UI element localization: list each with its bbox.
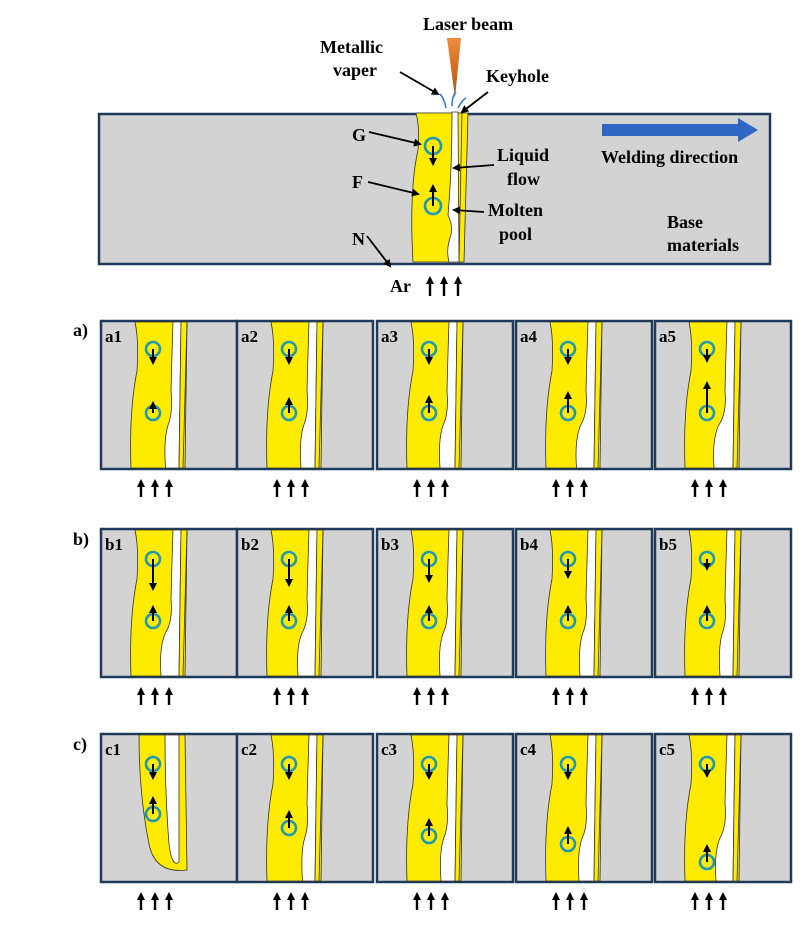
overview-schematic: Laser beam Metallic vaper Keyhole G F N … <box>97 14 772 296</box>
f-label: F <box>352 172 363 192</box>
keyhole-shape <box>164 734 180 864</box>
panel-label: a3 <box>381 327 398 346</box>
pool-rim <box>732 529 742 677</box>
welding-direction-label: Welding direction <box>601 147 738 167</box>
laser-beam-label: Laser beam <box>423 14 513 34</box>
leader-arrow <box>452 163 495 172</box>
panel: b5 <box>653 527 793 679</box>
pool-rim <box>314 734 324 882</box>
panel-label: b5 <box>659 535 677 554</box>
keyhole-shape <box>160 529 182 677</box>
keyhole-shape <box>575 321 597 469</box>
leader-arrow <box>367 181 420 197</box>
row-label: a) <box>73 320 88 341</box>
pool-rim <box>732 321 742 469</box>
leader-arrow <box>366 235 392 268</box>
keyhole-shape <box>715 734 736 882</box>
liquid-flow-label: Liquid <box>497 145 549 165</box>
panel-label: a5 <box>659 327 676 346</box>
panel-label: c3 <box>381 740 397 759</box>
keyhole-label: Keyhole <box>486 66 549 86</box>
panel: a4 <box>514 319 654 471</box>
keyhole-shape <box>164 321 182 469</box>
panel: c2 <box>235 732 375 884</box>
row-label: b) <box>73 529 89 550</box>
pool-rim <box>314 529 324 677</box>
panel: a2 <box>235 319 375 471</box>
pool-rim <box>593 529 603 677</box>
leader-arrow <box>460 91 489 114</box>
panel: b1 <box>99 527 239 679</box>
molten-pool-label: Molten <box>488 200 543 220</box>
liquid-flow-label: flow <box>507 169 540 189</box>
pool-rim <box>178 321 188 469</box>
molten-pool-label: pool <box>499 224 532 244</box>
metallic-vapor-icon <box>439 91 467 109</box>
panel-label: b2 <box>241 535 259 554</box>
keyhole-shape <box>719 529 736 677</box>
panel: c4 <box>514 732 654 884</box>
pool-rim <box>593 321 603 469</box>
panel: b4 <box>514 527 654 679</box>
panel: a1 <box>99 319 239 471</box>
panel-grid: a) a1 a2 a3 a4 a5 b) b1 b2 b3 b4 b5 c) c1 c2 c3 c4 c5 <box>73 319 793 910</box>
gas-flow-arrows <box>426 276 462 296</box>
metallic-vaper-label: vaper <box>333 60 377 80</box>
panel: b2 <box>235 527 375 679</box>
panel: c5 <box>653 732 793 884</box>
row-label: c) <box>73 734 87 755</box>
pool-rim <box>178 529 188 677</box>
panel: a5 <box>653 319 793 471</box>
pool-rim <box>454 321 464 469</box>
keyhole-shape <box>300 321 318 469</box>
keyhole-shape <box>447 111 460 263</box>
g-label: G <box>352 125 366 145</box>
leader-arrow <box>452 206 485 215</box>
n-label: N <box>352 229 365 249</box>
laser-beam-icon <box>447 38 461 98</box>
ar-label: Ar <box>390 276 411 296</box>
panel-label: c4 <box>520 740 537 759</box>
panel-label: a1 <box>105 327 122 346</box>
leader-arrow <box>368 131 422 147</box>
pool-rim <box>454 529 464 677</box>
keyhole-shape <box>439 529 458 677</box>
keyhole-shape <box>439 321 458 469</box>
panel-label: c5 <box>659 740 675 759</box>
pool-rim <box>593 734 603 882</box>
keyhole-shape <box>297 529 318 677</box>
keyhole-shape <box>579 529 597 677</box>
panel: c1 <box>99 732 239 884</box>
panel: b3 <box>375 527 515 679</box>
metallic-vaper-label: Metallic <box>320 37 383 57</box>
base-materials-label: materials <box>667 235 739 255</box>
panel-label: a2 <box>241 327 258 346</box>
base-materials-label: Base <box>667 212 703 232</box>
panel-label: b3 <box>381 535 399 554</box>
keyhole-shape <box>301 734 318 882</box>
keyhole-shape <box>440 734 458 882</box>
pool-rim <box>732 734 742 882</box>
leader-arrow <box>399 71 440 96</box>
pool-rim <box>454 734 464 882</box>
panel-label: b1 <box>105 535 123 554</box>
panel-label: a4 <box>520 327 538 346</box>
panel: a3 <box>375 319 515 471</box>
panel: c3 <box>375 732 515 884</box>
panel-label: b4 <box>520 535 538 554</box>
pool-rim <box>314 321 324 469</box>
panel-label: c1 <box>105 740 121 759</box>
panel-label: c2 <box>241 740 257 759</box>
keyhole-shape <box>578 734 597 882</box>
keyhole-shape <box>713 321 736 469</box>
welding-direction-arrow-icon <box>602 118 758 142</box>
